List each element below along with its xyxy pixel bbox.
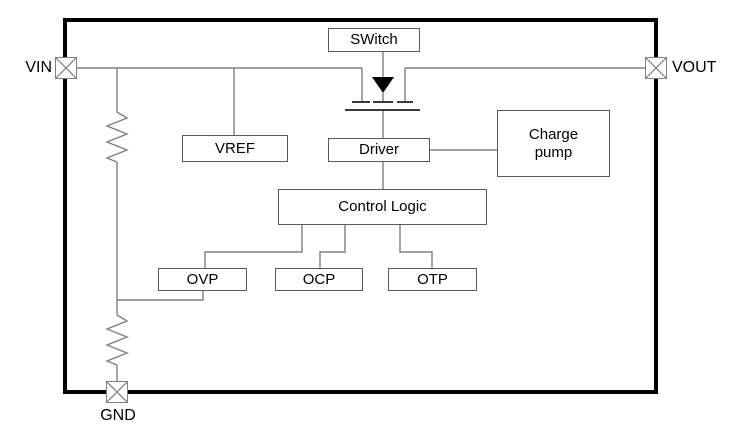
mosfet-arrow <box>372 77 394 93</box>
control-to-ovp <box>204 225 303 268</box>
vout-rail <box>404 67 645 101</box>
control-logic-block-label: Control Logic <box>338 198 427 215</box>
ocp-block-label: OCP <box>302 270 336 288</box>
resistor-symbol-top <box>105 111 129 163</box>
control-to-otp <box>399 225 433 268</box>
ovp-feedback <box>117 291 204 301</box>
vin-pin-icon <box>55 57 77 79</box>
ovp-block-label: OVP <box>186 270 219 288</box>
otp-block-label: OTP <box>417 270 448 288</box>
resistor-symbol-bottom <box>105 314 129 366</box>
control-to-ocp <box>319 225 346 268</box>
ic-boundary-outline <box>63 18 658 394</box>
gnd-pin-icon <box>106 381 128 403</box>
vref-block-label: VREF <box>214 139 255 157</box>
ocp-block: OCP <box>275 268 363 291</box>
vout-pin-icon <box>645 57 667 79</box>
gnd-pin-label: GND <box>100 407 136 424</box>
switch-block-label: SWitch <box>350 31 398 48</box>
vin-pin-label: VIN <box>25 59 52 76</box>
vin-rail <box>77 67 363 101</box>
charge-pump-block: Charge pump <box>497 110 610 177</box>
vref-block: VREF <box>182 135 288 162</box>
resistor-divider <box>105 68 129 383</box>
control-logic-block: Control Logic <box>278 189 487 225</box>
ovp-block: OVP <box>158 268 247 291</box>
vout-pin-label: VOUT <box>672 59 717 76</box>
otp-block: OTP <box>388 268 477 291</box>
driver-block: Driver <box>328 138 430 162</box>
switch-block: SWitch <box>328 28 420 52</box>
driver-block-label: Driver <box>359 141 399 158</box>
mosfet-symbol <box>345 77 420 111</box>
charge-pump-block-label: Charge pump <box>528 125 579 161</box>
